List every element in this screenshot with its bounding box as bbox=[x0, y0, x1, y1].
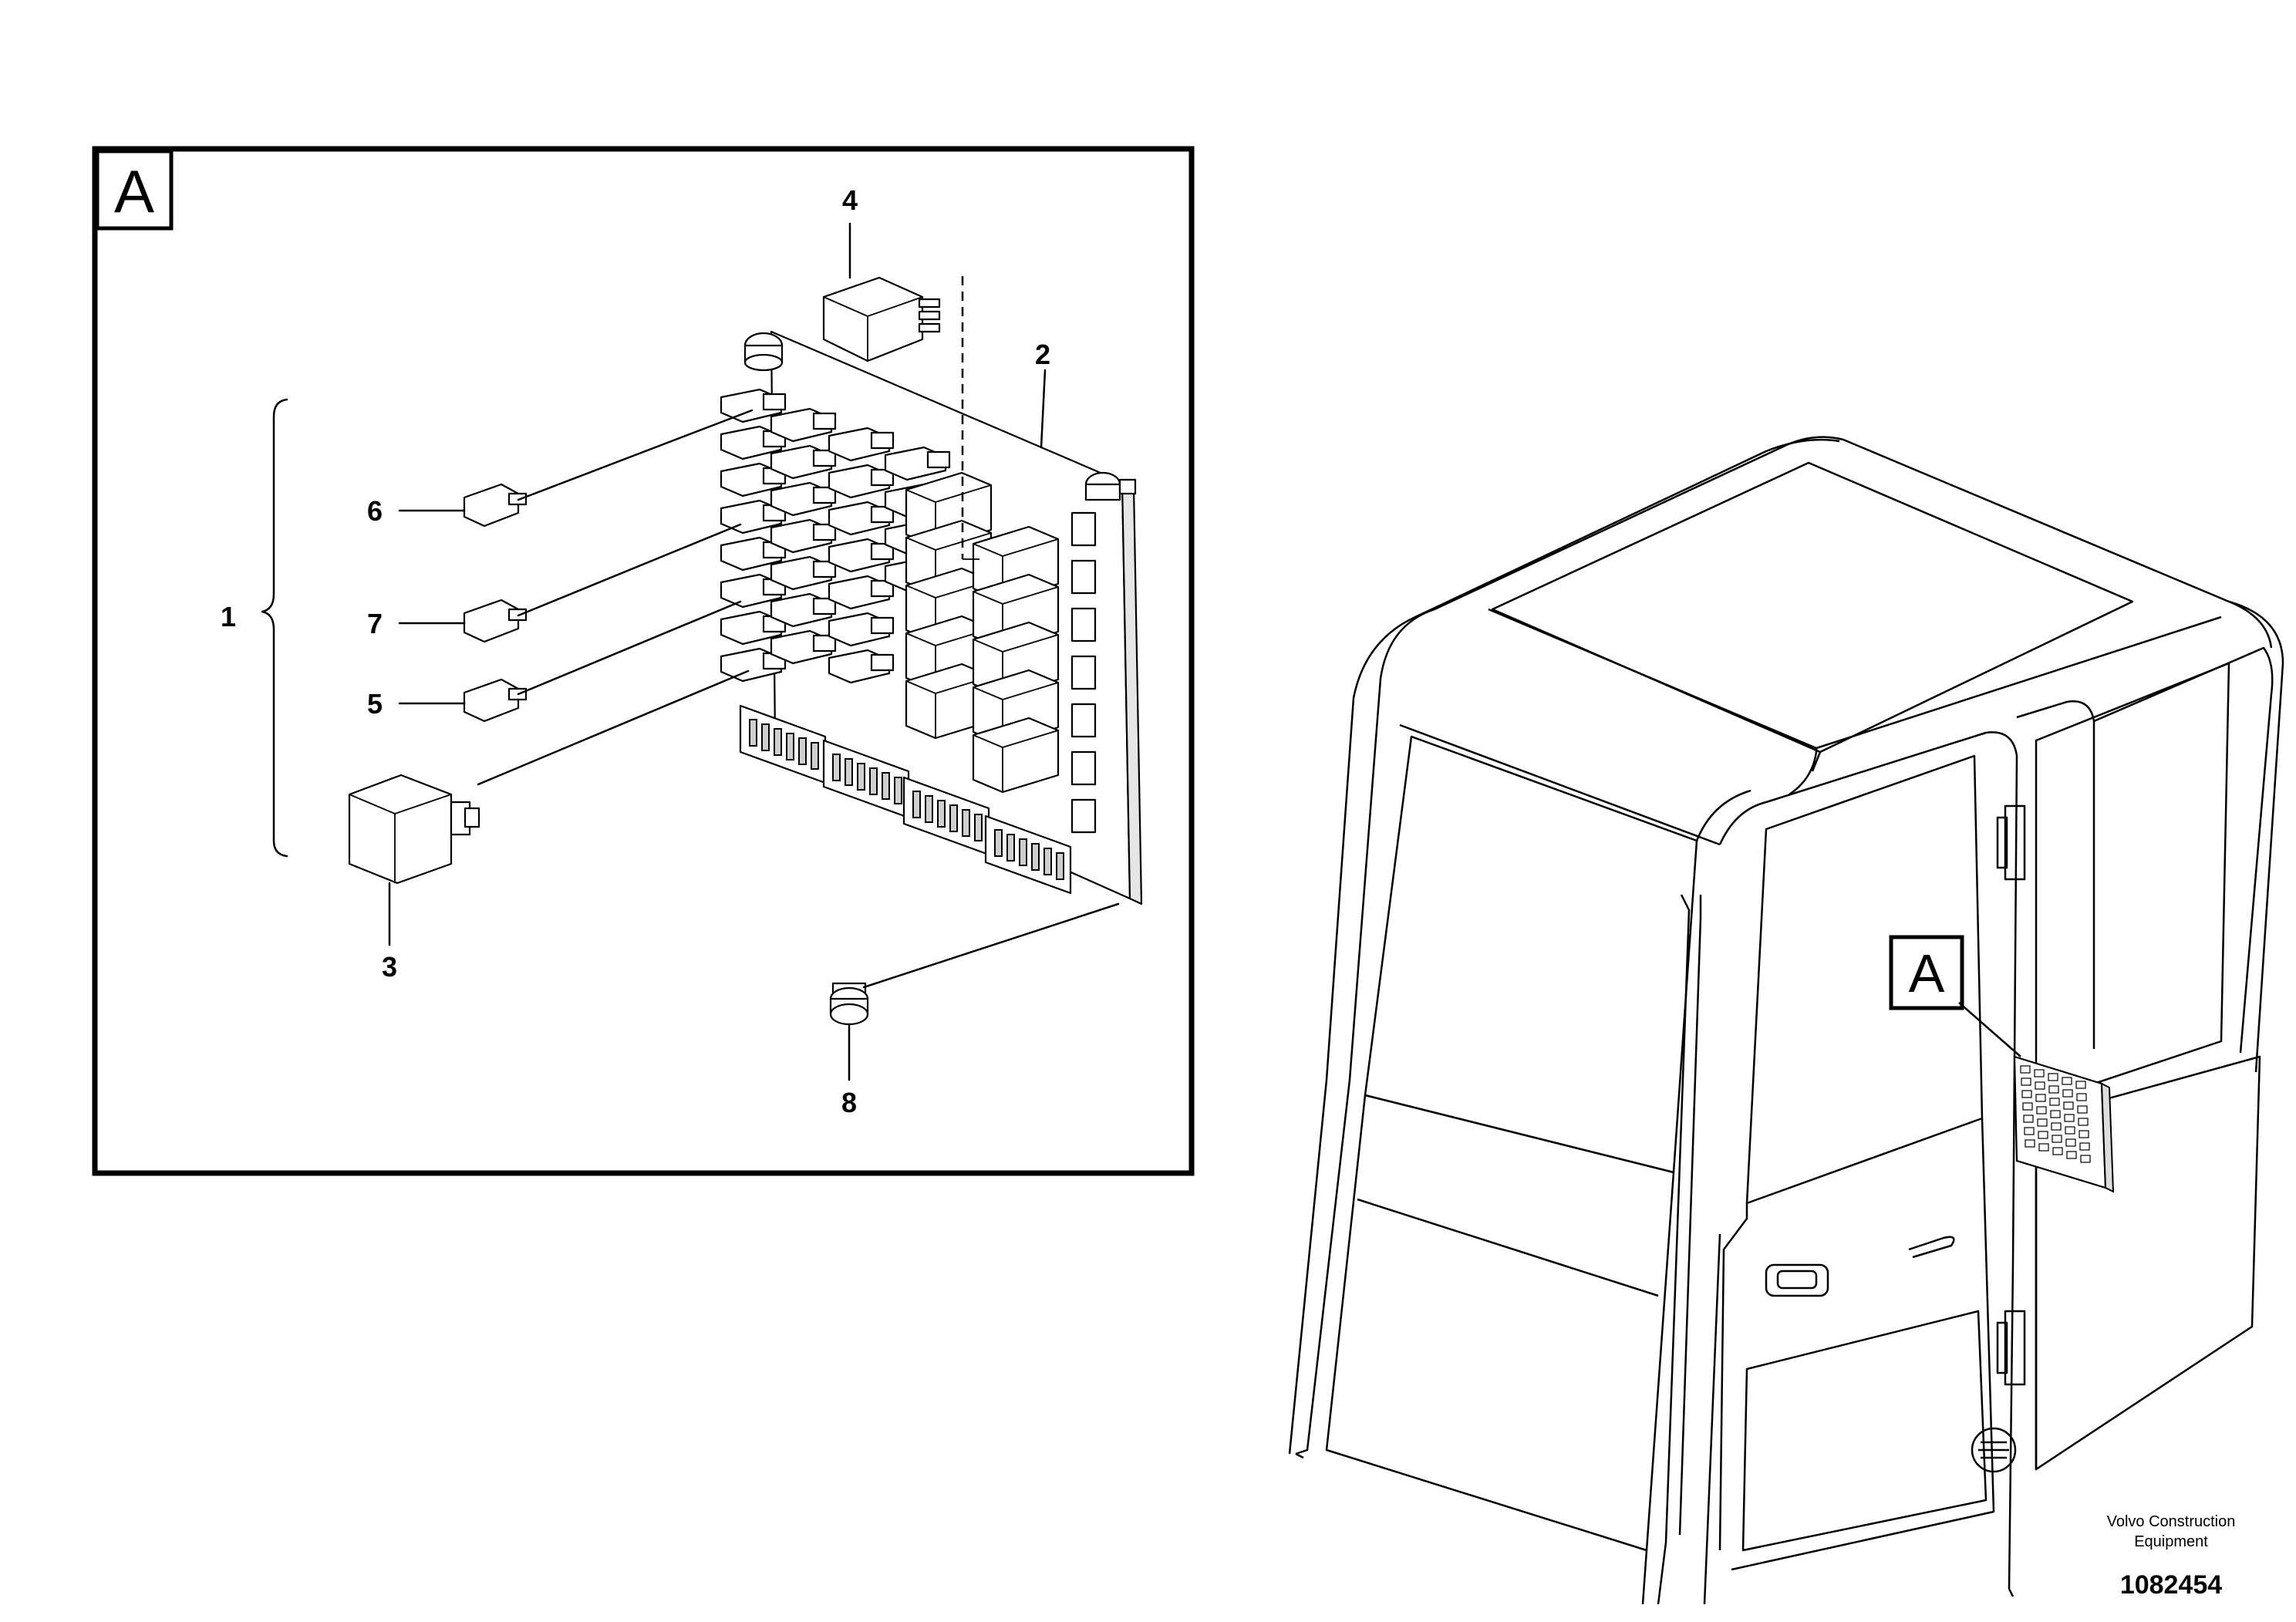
mini-board-component bbox=[2023, 1114, 2034, 1123]
mini-board-component bbox=[2025, 1139, 2035, 1148]
mini-board-component bbox=[2078, 1118, 2089, 1126]
mini-board-component bbox=[2080, 1155, 2091, 1163]
mini-board-component bbox=[2079, 1130, 2089, 1138]
mini-board-component bbox=[2024, 1127, 2035, 1135]
mini-board-component bbox=[2064, 1114, 2075, 1122]
board-fuse bbox=[720, 388, 787, 423]
mini-board-component bbox=[2035, 1081, 2045, 1090]
board-fuse bbox=[828, 464, 895, 499]
mini-board-component bbox=[2062, 1077, 2072, 1085]
board-fuse bbox=[828, 649, 895, 684]
board-fuse bbox=[828, 575, 895, 610]
mini-board-component bbox=[2037, 1118, 2048, 1127]
cab-illustration bbox=[1288, 436, 2284, 1605]
board-fuse bbox=[828, 501, 895, 536]
mini-board-component bbox=[2076, 1093, 2087, 1101]
board-connector bbox=[822, 739, 910, 819]
board-fuse bbox=[720, 610, 787, 646]
board-relay-clip bbox=[1070, 703, 1097, 738]
board-fuse bbox=[828, 612, 895, 647]
mini-board-component bbox=[2022, 1102, 2033, 1111]
board-fuse bbox=[770, 555, 837, 591]
board-fuse bbox=[770, 592, 837, 628]
detail-frame bbox=[92, 146, 1195, 1176]
fuse-item-7 bbox=[463, 599, 528, 643]
board-fuse bbox=[828, 427, 895, 462]
board-relay-clip bbox=[1070, 750, 1097, 786]
mini-electrical-board bbox=[2013, 1055, 2115, 1193]
board-relay-clip bbox=[1070, 559, 1097, 595]
mini-board-component bbox=[2075, 1081, 2086, 1089]
mini-board-component bbox=[2065, 1126, 2075, 1135]
board-fuse bbox=[770, 444, 837, 480]
mini-board-component bbox=[2051, 1122, 2062, 1131]
board-relay bbox=[972, 717, 1060, 794]
fuse-item-5 bbox=[463, 678, 528, 723]
mounting-stud-top-left bbox=[743, 332, 784, 372]
mini-board-component bbox=[2020, 1065, 2031, 1074]
relay-item-4 bbox=[822, 276, 941, 363]
board-connector bbox=[984, 814, 1072, 895]
mini-board-component bbox=[2066, 1151, 2077, 1159]
mini-board-component bbox=[2048, 1073, 2058, 1081]
mini-board-component bbox=[2049, 1098, 2060, 1106]
mini-board-component bbox=[2077, 1105, 2088, 1114]
mini-board-component bbox=[2036, 1106, 2047, 1114]
connector-row bbox=[739, 704, 1072, 895]
board-fuse bbox=[770, 407, 837, 443]
leader-lines bbox=[261, 222, 1120, 1081]
fuse-item-6 bbox=[463, 483, 528, 528]
mini-board-component bbox=[2065, 1138, 2076, 1147]
relay-item-3 bbox=[348, 774, 480, 885]
board-connector bbox=[902, 776, 990, 856]
mini-board-component bbox=[2052, 1147, 2063, 1155]
board-fuse bbox=[770, 481, 837, 517]
mini-board-component bbox=[2052, 1135, 2062, 1143]
board-relay-clip bbox=[1070, 511, 1097, 547]
mini-board-component bbox=[2038, 1131, 2048, 1139]
mini-board-component bbox=[2034, 1069, 2045, 1077]
board-fuse bbox=[884, 446, 951, 481]
mini-board-component bbox=[2048, 1085, 2059, 1094]
mini-board-component bbox=[2063, 1101, 2074, 1110]
mini-board-component bbox=[2021, 1090, 2032, 1098]
mini-board-component bbox=[2079, 1142, 2090, 1151]
board-relay-clip bbox=[1070, 607, 1097, 642]
mini-board-component bbox=[2035, 1094, 2046, 1102]
board-relay-clip bbox=[1070, 655, 1097, 690]
board-fuse bbox=[770, 518, 837, 554]
mini-board-component bbox=[2021, 1077, 2031, 1086]
board-fuse bbox=[828, 538, 895, 573]
mini-board-component bbox=[2038, 1143, 2049, 1152]
mounting-stud-top-right bbox=[1084, 471, 1137, 501]
mini-board-component bbox=[2062, 1089, 2073, 1098]
bolt-item-8 bbox=[829, 982, 869, 1026]
board-fuse bbox=[770, 629, 837, 665]
board-relay-clip bbox=[1070, 798, 1097, 834]
location-marker bbox=[1889, 935, 2021, 1057]
relay-grid bbox=[905, 471, 1097, 834]
mini-board-component bbox=[2050, 1110, 2061, 1118]
board-fuse bbox=[720, 647, 787, 683]
